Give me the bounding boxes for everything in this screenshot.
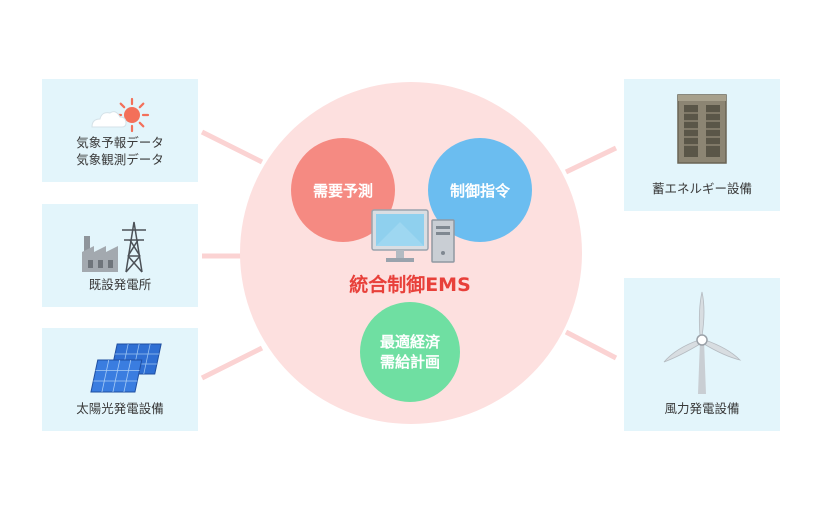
optimal-plan-label-line1: 最適経済: [379, 333, 440, 351]
node-storage-label: 蓄エネルギー設備: [651, 181, 752, 196]
weather-icon: [91, 97, 150, 133]
node-existing-power-plant: 既設発電所: [42, 204, 198, 307]
demand-forecast-label: 需要予測: [312, 181, 373, 200]
battery-storage-icon: [677, 94, 727, 164]
node-power-plant-label: 既設発電所: [88, 277, 152, 292]
node-energy-storage: 蓄エネルギー設備: [624, 79, 780, 211]
connector-solar: [200, 345, 264, 381]
node-weather-label-1: 気象予報データ: [76, 135, 164, 150]
solar-panel-icon: [90, 343, 162, 393]
optimal-plan-bubble: 最適経済 需給計画: [360, 302, 460, 402]
connector-weather: [200, 129, 264, 165]
computer-icon: [371, 209, 455, 263]
ems-title: 統合制御EMS: [349, 274, 471, 296]
power-plant-icon: [82, 221, 146, 273]
node-weather-label-2: 気象観測データ: [76, 152, 164, 167]
optimal-plan-label-line2: 需給計画: [379, 353, 440, 371]
node-weather-data: 気象予報データ 気象観測データ: [42, 79, 198, 182]
control-command-label: 制御指令: [449, 181, 510, 200]
node-wind-label: 風力発電設備: [664, 401, 740, 416]
connector-wind: [564, 329, 618, 361]
node-solar-power: 太陽光発電設備: [42, 328, 198, 431]
node-solar-label: 太陽光発電設備: [76, 401, 164, 416]
connector-storage: [564, 145, 618, 175]
node-wind-power: 風力発電設備: [624, 278, 780, 431]
wind-turbine-icon: [663, 291, 742, 394]
